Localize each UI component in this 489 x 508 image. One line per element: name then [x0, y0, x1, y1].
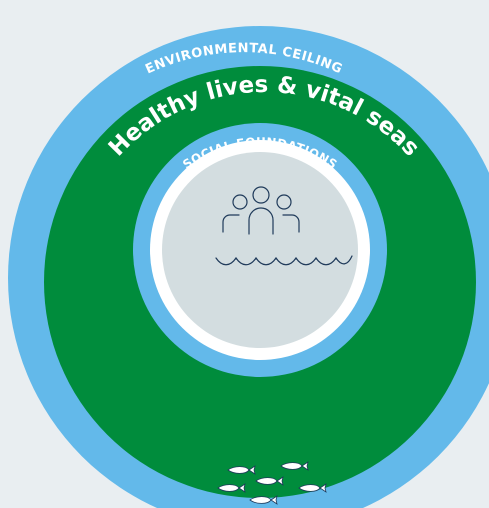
people-icon: [222, 186, 300, 235]
waves-icon: [215, 255, 353, 266]
fish-school-icon: [217, 461, 327, 505]
center-disc: [162, 152, 358, 348]
